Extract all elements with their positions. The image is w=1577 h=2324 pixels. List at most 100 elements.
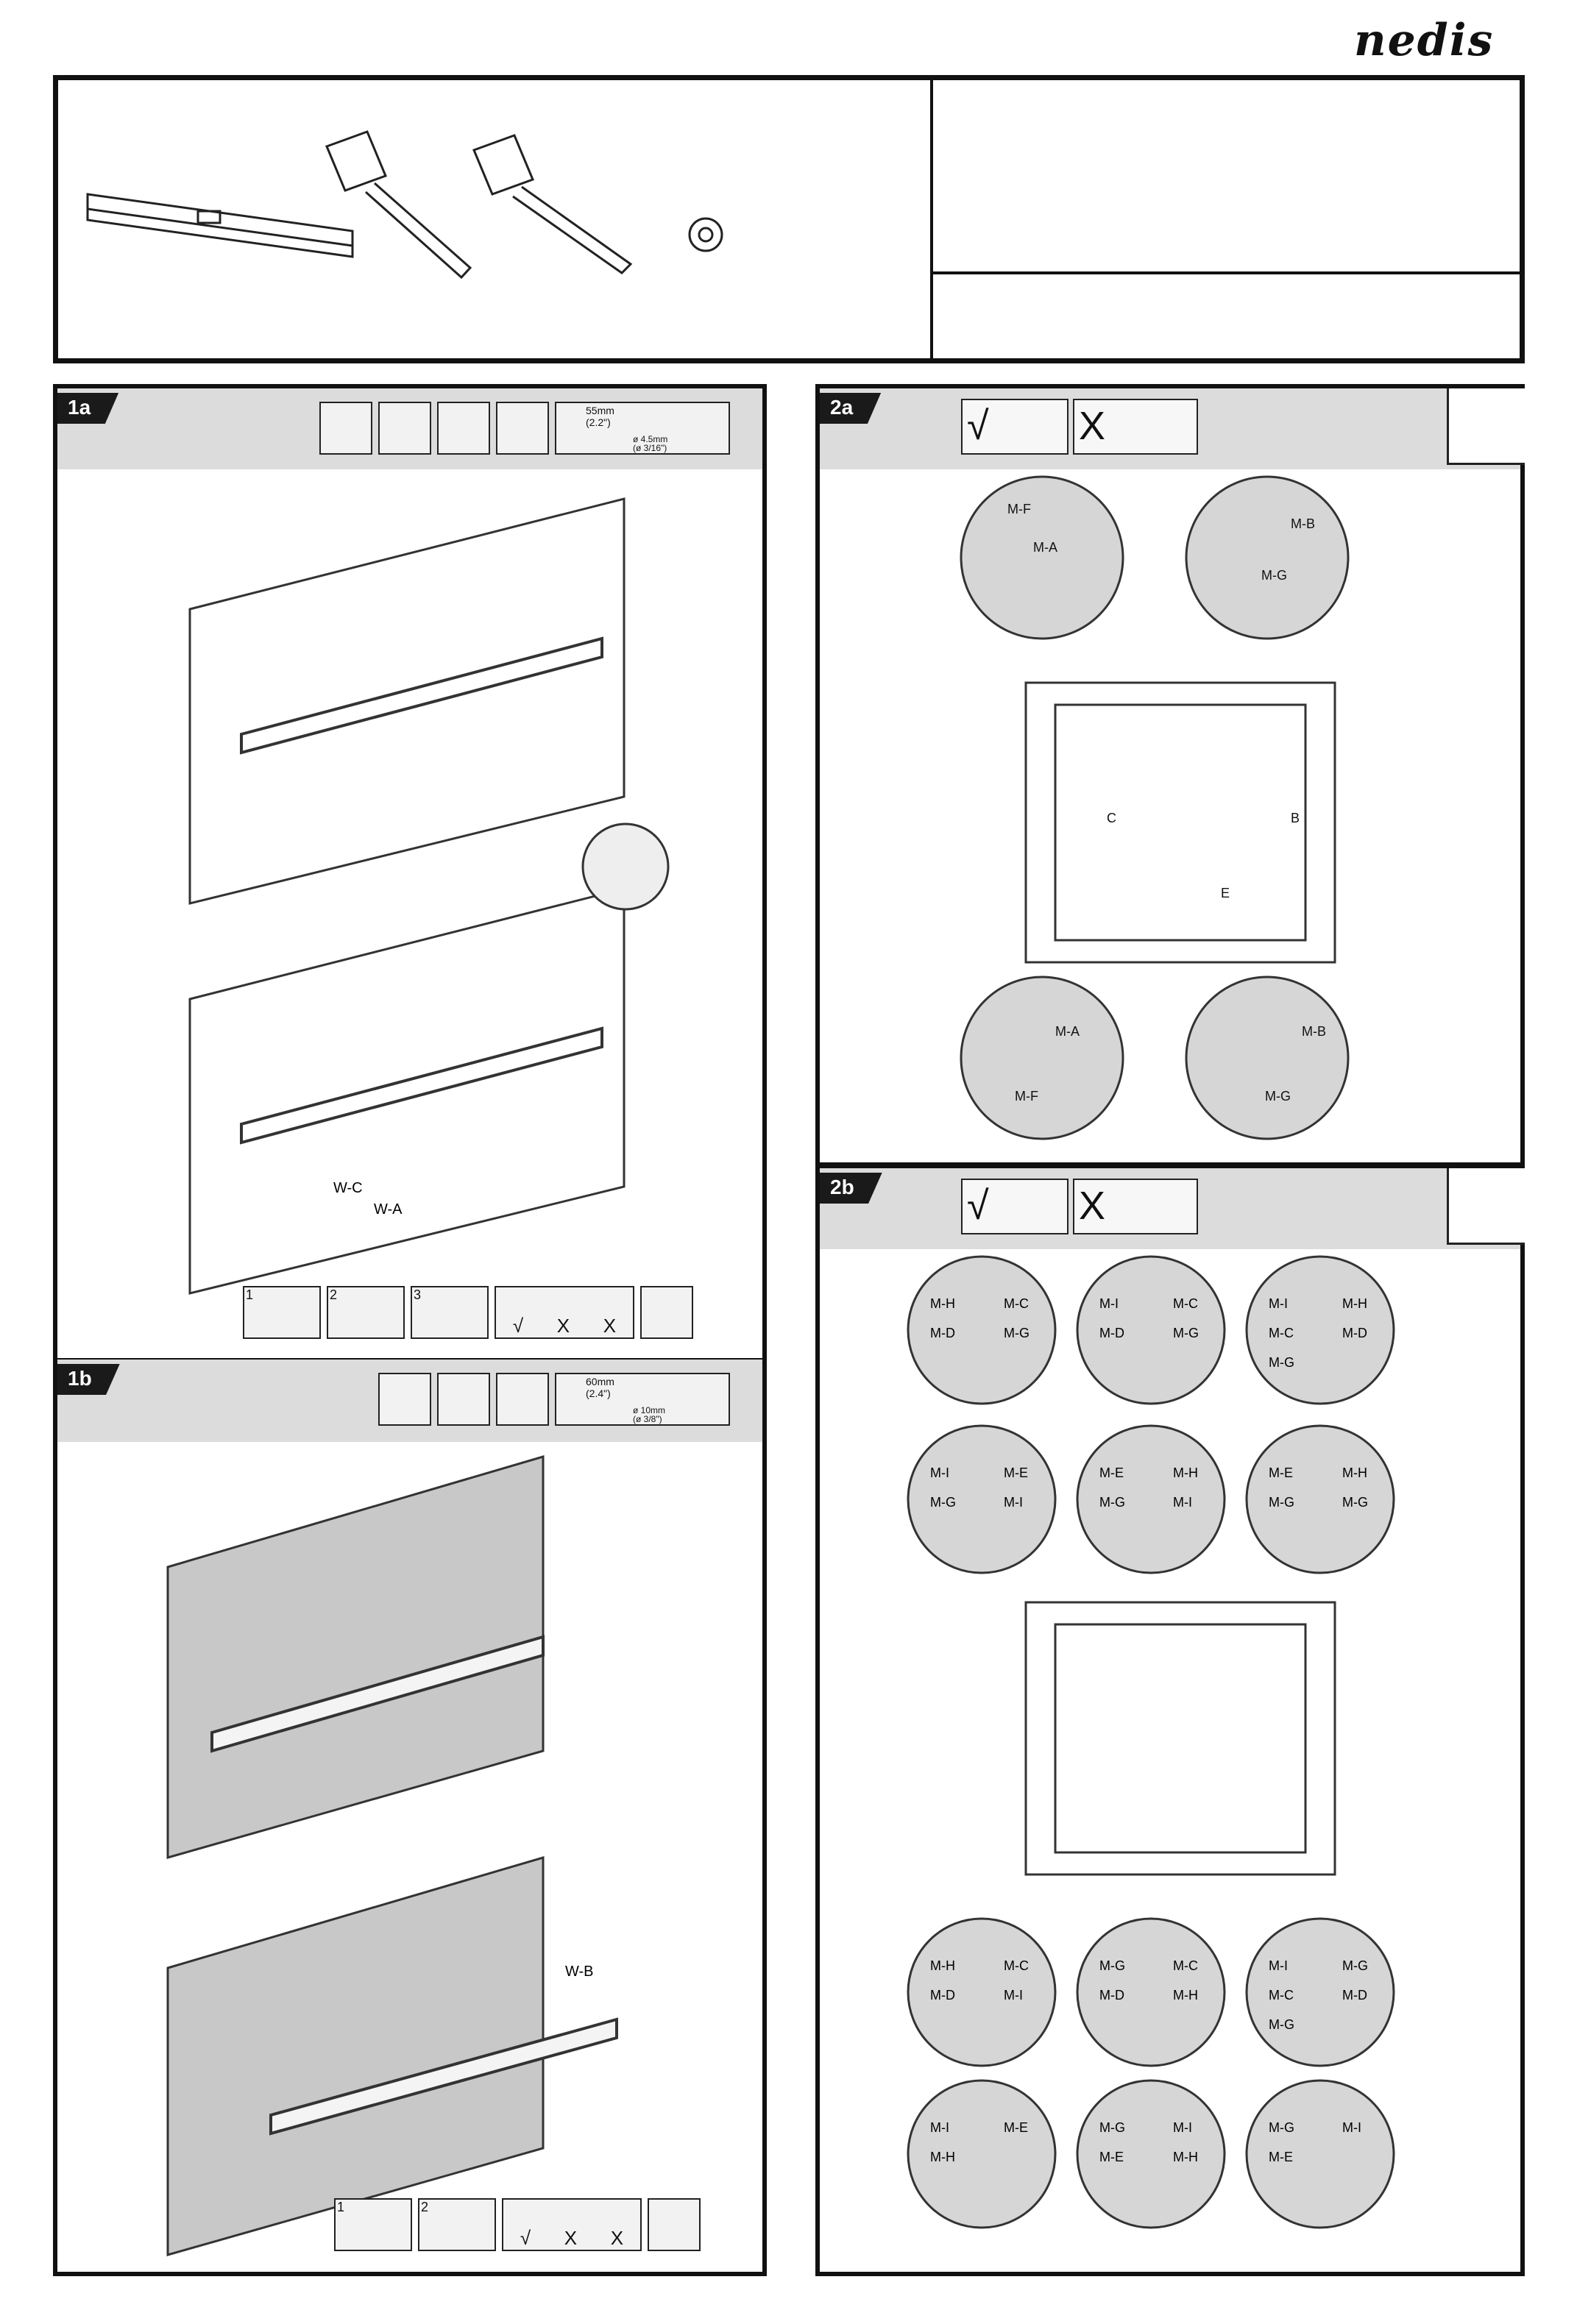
step-2b-tag: 2b — [820, 1173, 882, 1204]
detail-label: M-H — [1342, 1465, 1367, 1480]
check-mark: √ — [967, 1184, 989, 1228]
drill-depth-value: 60mm — [586, 1376, 614, 1387]
correct-method: √ — [961, 399, 1069, 455]
detail-label: M-C — [1269, 1326, 1294, 1340]
concrete-wall-bottom — [166, 1855, 545, 2256]
cross-mark: X — [1079, 1184, 1106, 1228]
step-1b-tag: 1b — [57, 1364, 120, 1395]
wrong-method: X — [1073, 399, 1198, 455]
tv-bracket-arm-right — [472, 134, 633, 274]
drill-bit-value: ø 4.5mm — [633, 434, 668, 444]
drill-depth-inch: (2.2") — [586, 416, 611, 428]
stud-finder-icon — [378, 402, 431, 455]
substep-2-num: 2 — [330, 1287, 338, 1302]
detail-label: M-H — [1173, 1465, 1198, 1480]
detail-label: M-E — [1269, 2150, 1293, 2164]
level-check-box: √ X X — [495, 1286, 634, 1339]
step-1b-substeps: 1 2 √ X X — [334, 2198, 701, 2251]
label-2a-9: M-F — [1015, 1089, 1038, 1104]
level-bad-2: X — [603, 1315, 617, 1337]
step-2a-illustration: M-F M-A M-B M-G C B E M-A M-F M-B M-G — [960, 475, 1350, 1140]
detail-label: M-I — [1269, 1958, 1288, 1973]
rail-bottom — [240, 1026, 603, 1145]
step-1a-substeps: 1 2 3 √ X X — [243, 1286, 693, 1339]
hardware-bag-part — [688, 217, 723, 252]
detail-circle — [907, 2079, 1057, 2229]
pencil-icon — [437, 402, 490, 455]
screwdriver-icon — [1447, 1168, 1525, 1245]
step-2a-panel: 2a √ X M-F M-A M-B M-G C B E M-A M-F M-B… — [815, 384, 1525, 1167]
detail-label: M-G — [1269, 2120, 1294, 2135]
detail-label: M-H — [1342, 1296, 1367, 1311]
detail-label: M-H — [930, 1958, 955, 1973]
parts-divider-horizontal — [930, 271, 1520, 274]
wrong-method: X — [1073, 1179, 1198, 1234]
drill-depth-value: 55mm — [586, 405, 614, 416]
detail-label: M-I — [1004, 1988, 1023, 2003]
detail-top-left — [960, 475, 1124, 640]
detail-circle — [1076, 2079, 1226, 2229]
substep-1-box: 1 — [334, 2198, 412, 2251]
detail-circle — [907, 1917, 1057, 2067]
detail-circle — [907, 1255, 1057, 1405]
label-2a-2: M-A — [1033, 540, 1057, 555]
drill-icon — [496, 402, 549, 455]
label-2a-10: M-B — [1302, 1024, 1326, 1039]
rail-top — [240, 636, 603, 755]
label-2a-7: E — [1221, 886, 1230, 900]
level-bad-2: X — [610, 2227, 624, 2249]
label-2a-8: M-A — [1055, 1024, 1080, 1039]
detail-label: M-E — [1099, 1465, 1124, 1480]
substep-1-num: 1 — [337, 2200, 345, 2214]
step-1b-panel: 1b 60mm (2.4") ø 10mm (ø 3/8") W-B 1 2 √… — [53, 1360, 767, 2276]
detail-label: M-I — [1004, 1495, 1023, 1510]
tv-back-inner — [1054, 1623, 1307, 1854]
detail-label: M-H — [1173, 1988, 1198, 2003]
detail-label: M-I — [1342, 2120, 1361, 2135]
detail-label: M-G — [1269, 2017, 1294, 2032]
no-anchor-icon — [581, 822, 670, 911]
detail-label: M-C — [1004, 1958, 1029, 1973]
substep-2-num: 2 — [421, 2200, 429, 2214]
tv-back-outline — [1024, 1601, 1336, 1876]
detail-label: M-C — [1173, 1958, 1198, 1973]
label-w-b: W-B — [565, 1964, 594, 1980]
detail-label: M-G — [1342, 1958, 1368, 1973]
detail-label: M-D — [1099, 1988, 1124, 2003]
label-w-a: W-A — [374, 1201, 403, 1218]
drill-bit-value: ø 10mm — [633, 1405, 666, 1415]
detail-label: M-D — [930, 1988, 955, 2003]
stud-wall-bottom — [188, 887, 626, 1295]
detail-top-right — [1185, 475, 1350, 640]
detail-label: M-D — [1099, 1326, 1124, 1340]
detail-label: M-G — [1099, 1495, 1125, 1510]
step-2b-panel: 2b √ X M-H M-C M-D M-G M-I M-C M-D M-G M-I M-H M-C… — [815, 1164, 1525, 2276]
drill-bit-inch: (ø 3/8") — [633, 1414, 662, 1424]
detail-circle — [1245, 1424, 1395, 1574]
check-mark: √ — [967, 404, 989, 448]
level-bad-1: X — [564, 2227, 578, 2249]
level-check-box: √ X X — [502, 2198, 642, 2251]
label-w-c: W-C — [333, 1180, 363, 1196]
detail-label: M-G — [1342, 1495, 1368, 1510]
stud-wall-icon — [319, 402, 372, 455]
drill-depth-icon: 55mm (2.2") ø 4.5mm (ø 3/16") — [555, 402, 730, 455]
label-2a-3: M-B — [1291, 516, 1315, 531]
detail-circle — [1076, 1917, 1226, 2067]
detail-label: M-G — [1269, 1495, 1294, 1510]
drill-bit-inch: (ø 3/16") — [633, 443, 667, 453]
screwdriver-drill-icon — [640, 1286, 693, 1339]
stud-wall-top — [188, 497, 626, 905]
level-ok: √ — [520, 2227, 531, 2249]
step-2b-check: √ X — [961, 1179, 1198, 1234]
correct-method: √ — [961, 1179, 1069, 1234]
wall-rail-part — [86, 193, 354, 258]
step-2a-check: √ X — [961, 399, 1198, 455]
detail-circle — [1245, 1917, 1395, 2067]
detail-label: M-I — [1269, 1296, 1288, 1311]
substep-2-box: 2 — [327, 1286, 405, 1339]
parts-illustration — [86, 130, 723, 280]
detail-label: M-G — [1269, 1355, 1294, 1370]
detail-label: M-D — [1342, 1326, 1367, 1340]
cross-mark: X — [1079, 404, 1106, 448]
